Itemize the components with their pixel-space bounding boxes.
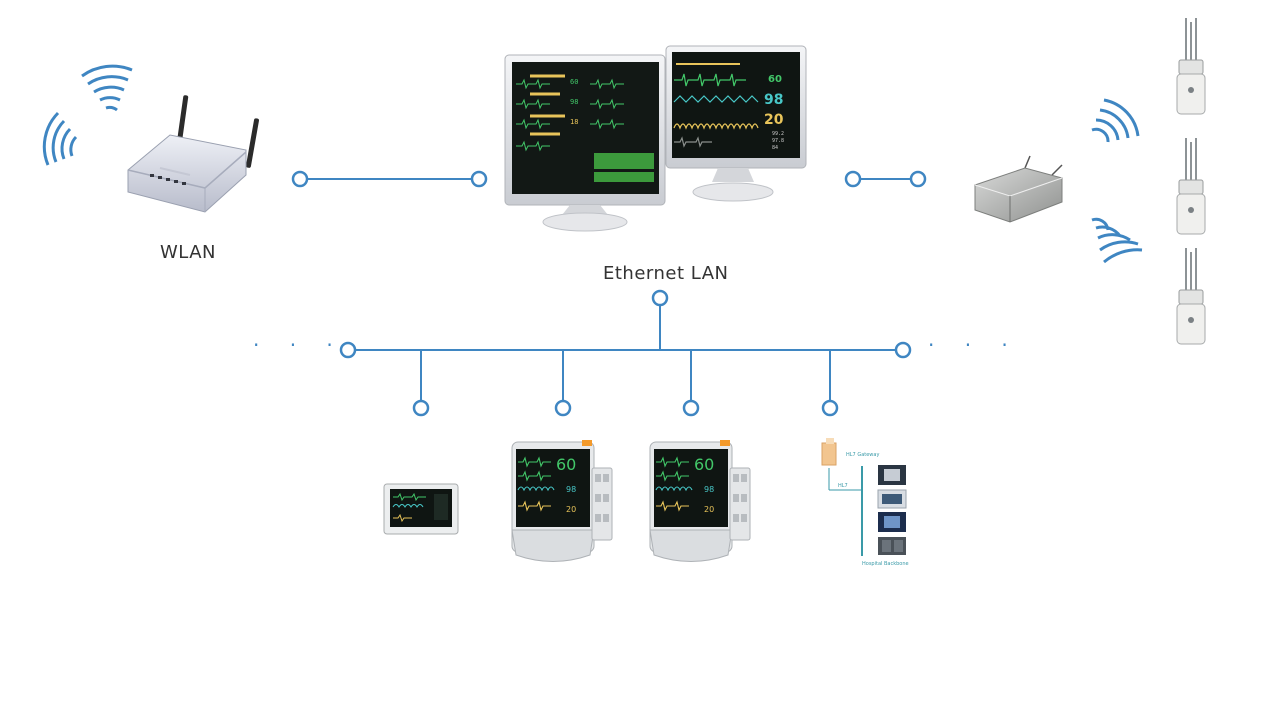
- hospital-backbone-label: Hospital Backbone: [862, 561, 909, 567]
- right-monitor-side-1: 99.2: [772, 131, 784, 137]
- left-monitor-reading-3: 18: [570, 118, 578, 126]
- telemetry-receiver-icon: [974, 155, 1063, 223]
- bedside-monitor-icon-1: 60 98 20: [511, 440, 613, 562]
- hl7-gateway-panel: HL7 Gateway HL7 Hospital Backbone: [821, 438, 909, 567]
- left-monitor-reading-1: 60: [570, 78, 578, 86]
- central-station-right-monitor: 60 98 20 99.2 97.8 84: [665, 45, 807, 202]
- left-monitor-reading-2: 98: [570, 98, 578, 106]
- hl7-link-label: HL7: [838, 483, 848, 489]
- portable-monitor-icon: [383, 483, 459, 535]
- right-monitor-hr: 60: [768, 74, 782, 85]
- link-wlan-central: [291, 170, 488, 188]
- right-monitor-side-3: 84: [772, 145, 778, 151]
- bedside-2-resp: 20: [704, 505, 714, 514]
- bedside-1-spo2: 98: [566, 485, 576, 494]
- telemetry-transmitter-icon-2: [1176, 138, 1206, 235]
- right-monitor-side-2: 97.8: [772, 138, 784, 144]
- wifi-signal-icon-telemetry-bottom: [1091, 217, 1143, 264]
- bedside-1-hr: 60: [556, 455, 576, 474]
- telemetry-transmitter-icon-3: [1176, 248, 1206, 345]
- bedside-2-spo2: 98: [704, 485, 714, 494]
- telemetry-transmitter-icon-1: [1176, 18, 1206, 115]
- bedside-1-resp: 20: [566, 505, 576, 514]
- central-station-left-monitor: 60 98 18: [504, 54, 666, 232]
- bedside-2-hr: 60: [694, 455, 714, 474]
- hl7-gateway-title: HL7 Gateway: [846, 452, 879, 458]
- right-monitor-spo2: 98: [764, 92, 783, 108]
- wifi-signal-icon-top: [81, 64, 133, 112]
- wlan-label: WLAN: [160, 242, 217, 263]
- ethernet-lan-bus: [339, 289, 912, 417]
- lan-continuation-left: · · ·: [253, 333, 345, 357]
- ethernet-lan-label: Ethernet LAN: [603, 263, 729, 284]
- bedside-monitor-icon-2: 60 98 20: [649, 440, 751, 562]
- link-central-telemetry: [844, 170, 927, 188]
- right-monitor-resp: 20: [764, 112, 784, 128]
- wifi-signal-icon-telemetry-top: [1091, 98, 1140, 143]
- wlan-router-icon: [127, 95, 259, 213]
- wifi-signal-icon-left: [42, 111, 78, 166]
- lan-continuation-right: · · ·: [928, 333, 1020, 357]
